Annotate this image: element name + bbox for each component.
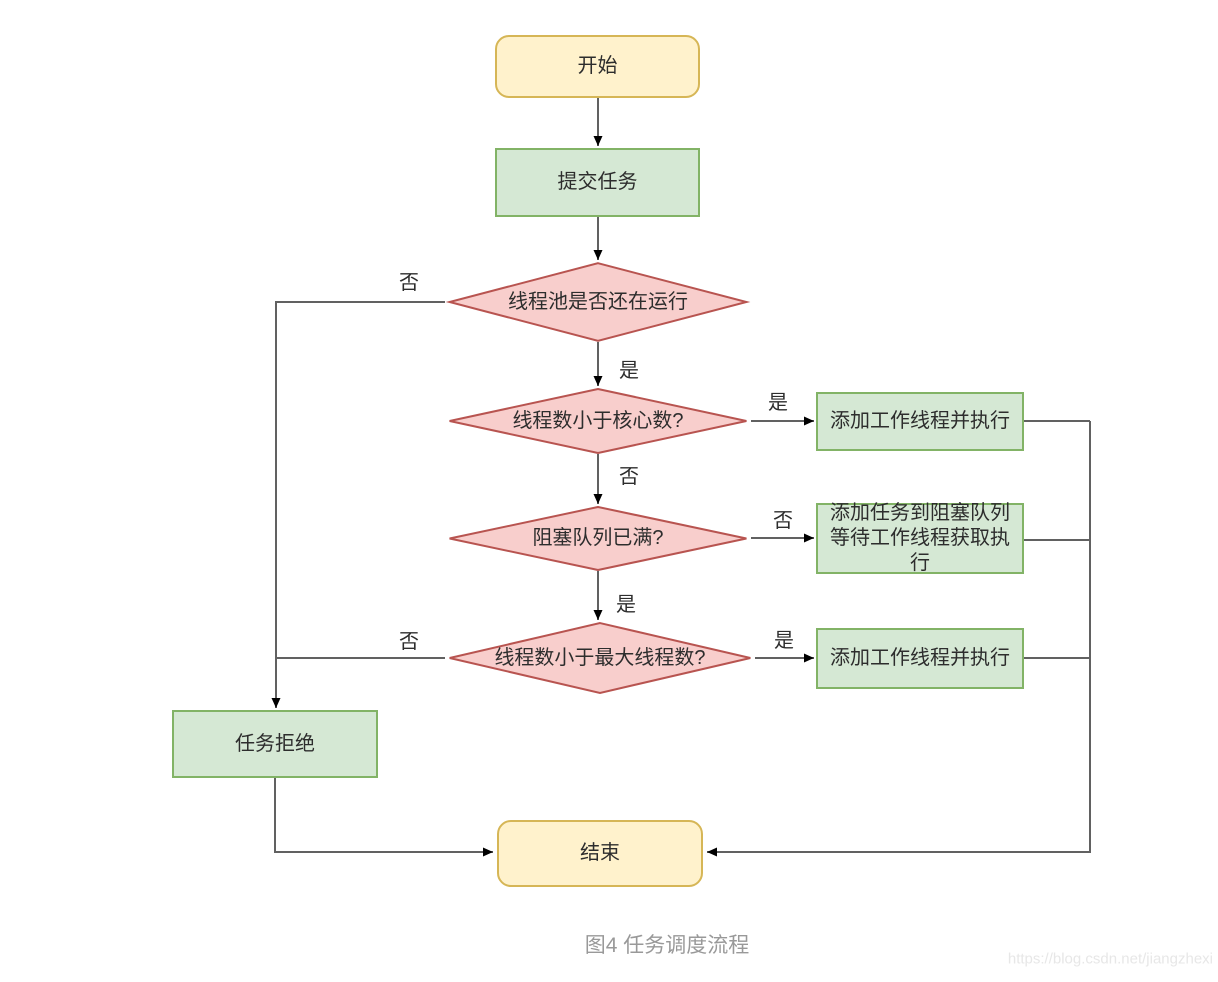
node-add-worker-2-label: 添加工作线程并执行	[830, 647, 1010, 669]
node-add-to-queue: 添加任务到阻塞队列 等待工作线程获取执 行	[816, 502, 1024, 574]
node-end: 结束	[497, 820, 703, 887]
node-lt-max-label: 线程数小于最大线程数?	[494, 646, 706, 669]
node-add-to-queue-label: 添加任务到阻塞队列 等待工作线程获取执 行	[830, 502, 1010, 574]
edge-label-pool-running-no: 否	[399, 272, 419, 294]
node-pool-running-label: 线程池是否还在运行	[508, 290, 688, 313]
node-add-worker-1: 添加工作线程并执行	[816, 392, 1024, 451]
node-reject-label: 任务拒绝	[235, 732, 315, 755]
node-pool-running-decision: 线程池是否还在运行	[445, 262, 751, 342]
node-reject: 任务拒绝	[172, 710, 378, 778]
node-lt-core-label: 线程数小于核心数?	[512, 409, 684, 432]
diamond-shape	[445, 262, 751, 342]
diamond-shape	[445, 506, 751, 571]
figure-caption: 图4 任务调度流程	[584, 934, 750, 957]
node-queue-full-decision: 阻塞队列已满?	[445, 506, 751, 571]
diamond-shape	[445, 388, 751, 454]
edge-label-queue-full-no: 否	[773, 510, 793, 532]
edge-label-lt-max-no: 否	[399, 631, 419, 653]
edge-label-lt-core-yes: 是	[768, 392, 788, 414]
edge-label-lt-max-yes: 是	[774, 630, 794, 652]
edge-label-queue-full-yes: 是	[616, 594, 636, 616]
node-add-worker-2: 添加工作线程并执行	[816, 628, 1024, 689]
edge-label-lt-core-no: 否	[619, 466, 639, 488]
edge-pool-running-no-to-reject	[271, 301, 445, 708]
node-queue-full-label: 阻塞队列已满?	[532, 527, 664, 549]
node-lt-max-decision: 线程数小于最大线程数?	[445, 622, 755, 694]
node-submit-task: 提交任务	[495, 148, 700, 217]
watermark-url: https://blog.csdn.net/jiangzhexi	[1007, 950, 1213, 968]
edge-label-pool-running-yes: 是	[619, 360, 639, 382]
node-add-worker-1-label: 添加工作线程并执行	[830, 410, 1010, 432]
node-end-label: 结束	[580, 842, 620, 864]
edge-reject-to-end	[274, 778, 493, 857]
diamond-shape	[445, 622, 755, 694]
node-lt-core-decision: 线程数小于核心数?	[445, 388, 751, 454]
node-submit-task-label: 提交任务	[557, 171, 638, 193]
node-start-label: 开始	[577, 55, 618, 77]
node-start: 开始	[495, 35, 700, 98]
